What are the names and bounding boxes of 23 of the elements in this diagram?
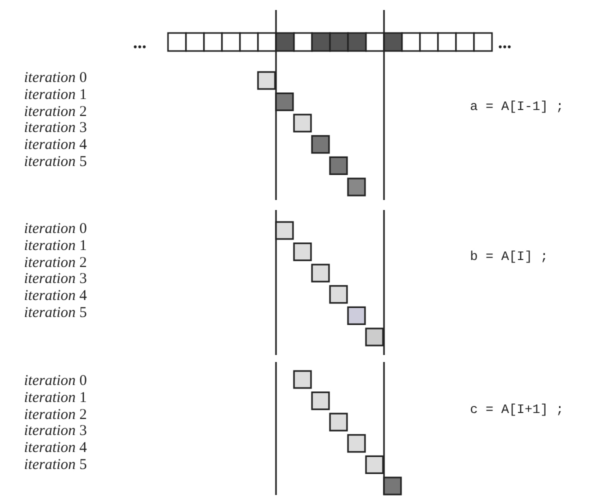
iteration-label: iteration 0	[24, 374, 87, 389]
iteration-label: iteration 2	[24, 104, 87, 120]
code-statement: b = A[I] ;	[470, 250, 548, 263]
code-statement: a = A[I-1] ;	[470, 100, 564, 113]
ellipsis: ...	[133, 33, 146, 51]
iteration-label: iteration 1	[24, 238, 87, 254]
iteration-label: iteration 2	[24, 408, 87, 423]
iteration-label: iteration 1	[24, 390, 87, 406]
iteration-label: iteration 5	[24, 306, 87, 321]
ellipsis: ...	[498, 33, 512, 51]
iteration-label: iteration 0	[24, 222, 87, 237]
iteration-label: iteration 5	[24, 458, 87, 473]
iteration-label: iteration 3	[24, 121, 87, 136]
iteration-label: iteration 4	[24, 138, 87, 154]
iteration-label: iteration 1	[24, 88, 87, 103]
iteration-label: iteration 5	[24, 155, 87, 170]
iteration-label: iteration 4	[24, 289, 87, 304]
iteration-label: iteration 2	[24, 256, 87, 271]
iteration-label: iteration 3	[24, 424, 87, 440]
iteration-label: iteration 3	[24, 272, 87, 288]
code-statement: c = A[I+1] ;	[470, 403, 564, 416]
iteration-label: iteration 0	[24, 71, 87, 86]
iteration-label: iteration 4	[24, 441, 87, 456]
